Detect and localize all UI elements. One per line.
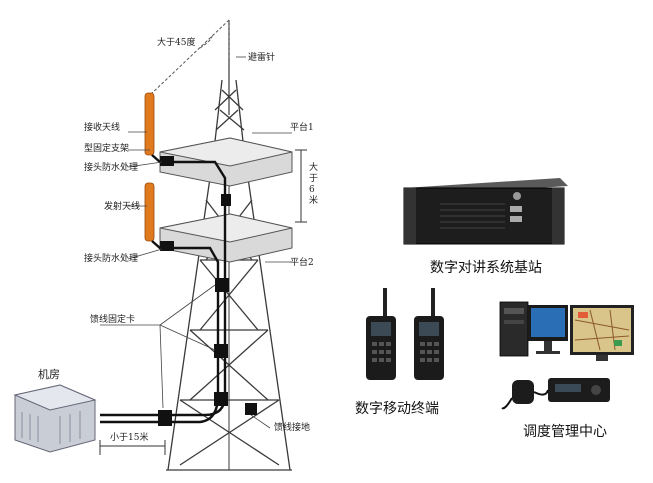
label-platform-1: 平台1 bbox=[290, 121, 314, 133]
label-lightning-rod: 避雷针 bbox=[248, 51, 275, 63]
leader-lines bbox=[100, 56, 292, 429]
label-waterproof-bottom: 接头防水处理 bbox=[84, 252, 138, 264]
caption-base-station: 数字对讲系统基站 bbox=[430, 259, 542, 276]
dispatch-monitor-map bbox=[570, 305, 634, 361]
dispatch-pc-tower bbox=[499, 301, 529, 357]
feeder-cable bbox=[100, 154, 227, 424]
transmit-antenna bbox=[144, 182, 155, 242]
radio-terminal-1 bbox=[366, 288, 396, 380]
tower-labels: 大于45度 避雷针 接收天线 型固定支架 接头防水处理 平台1 发射天线 接头防… bbox=[84, 36, 314, 443]
tower bbox=[166, 20, 292, 471]
distance-arrow bbox=[99, 440, 166, 455]
label-distance: 小于15米 bbox=[110, 431, 148, 443]
caption-radios: 数字移动终端 bbox=[355, 401, 439, 417]
label-receive-antenna: 接收天线 bbox=[84, 121, 120, 133]
svg-text:于: 于 bbox=[309, 173, 318, 184]
svg-text:6: 6 bbox=[309, 185, 315, 195]
label-angle: 大于45度 bbox=[157, 36, 195, 48]
angle-indicator bbox=[149, 19, 230, 96]
label-bracket: 型固定支架 bbox=[84, 142, 129, 154]
dispatch-monitor-1 bbox=[528, 305, 568, 354]
label-machine-room: 机房 bbox=[38, 367, 60, 381]
svg-text:大: 大 bbox=[309, 161, 318, 173]
platform-1 bbox=[159, 137, 293, 187]
caption-dispatch: 调度管理中心 bbox=[523, 424, 607, 440]
radio-terminal-2 bbox=[414, 288, 444, 380]
receive-antenna bbox=[144, 92, 155, 156]
height-arrow bbox=[295, 149, 307, 223]
feeder-clamps bbox=[158, 156, 257, 426]
label-transmit-antenna: 发射天线 bbox=[104, 200, 140, 212]
svg-text:米: 米 bbox=[309, 194, 318, 206]
dispatch-mobile-radio bbox=[548, 378, 610, 402]
label-platform-2: 平台2 bbox=[290, 256, 314, 268]
label-feeder-clamp: 馈线固定卡 bbox=[90, 313, 135, 325]
label-feeder-ground: 馈线接地 bbox=[274, 421, 310, 433]
label-waterproof-top: 接头防水处理 bbox=[84, 161, 138, 173]
label-gap: 大 于 6 米 bbox=[309, 161, 318, 206]
machine-room-building bbox=[13, 384, 97, 453]
dispatch-microphone bbox=[501, 380, 549, 410]
base-station-device bbox=[403, 178, 568, 245]
